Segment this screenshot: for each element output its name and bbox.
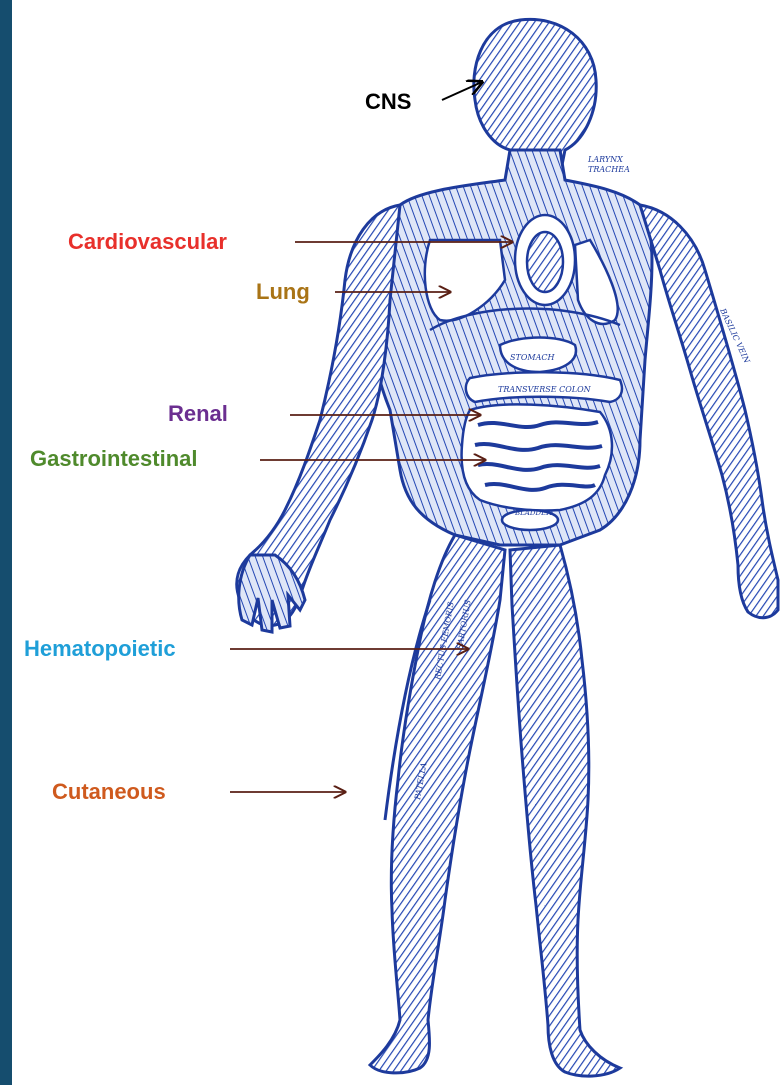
hematopoietic-label: Hematopoietic (24, 638, 176, 660)
cns-label: CNS (365, 91, 411, 113)
left-leg-shape (370, 535, 505, 1073)
stomach-word: STOMACH (510, 353, 555, 362)
cardiovascular-label: Cardiovascular (68, 231, 227, 253)
cutaneous-label: Cutaneous (52, 781, 166, 803)
renal-label: Renal (168, 403, 228, 425)
intestines (462, 404, 612, 510)
lung-label: Lung (256, 281, 310, 303)
right-leg-shape (510, 545, 620, 1076)
transverse-colon-word: TRANSVERSE COLON (498, 385, 592, 394)
right-arm-shape (640, 205, 778, 618)
bladder-word: BLADDER (514, 509, 552, 517)
gastrointestinal-label: Gastrointestinal (30, 448, 197, 470)
body-silhouette (237, 19, 778, 1076)
trachea-word: TRACHEA (588, 165, 630, 174)
larynx-word: LARYNX (587, 155, 623, 164)
